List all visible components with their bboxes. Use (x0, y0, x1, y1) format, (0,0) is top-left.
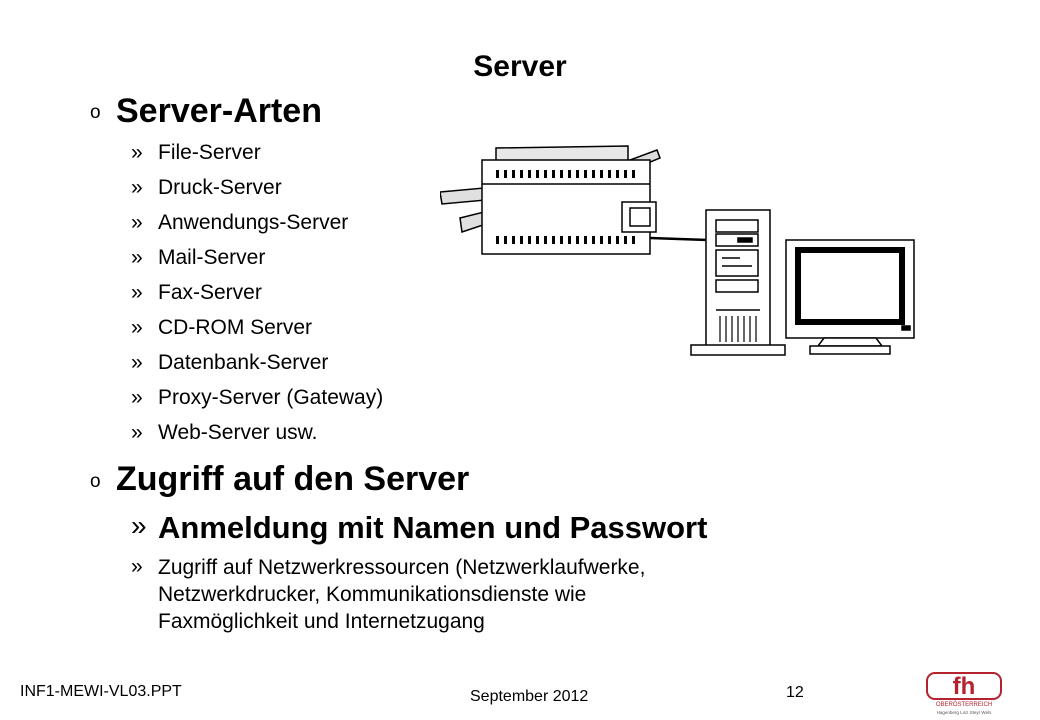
sub-bullet: » (131, 281, 143, 304)
section-bullet: o (90, 471, 101, 492)
text-line: Faxmöglichkeit und Internetzugang (158, 610, 485, 633)
sub-bullet: » (131, 351, 143, 374)
section-heading-server-arten: Server-Arten (116, 92, 322, 130)
footer-filename: INF1-MEWI-VL03.PPT (20, 683, 182, 700)
sub-bullet: » (131, 555, 143, 578)
printer-icon (440, 145, 661, 255)
list-item-label: CD-ROM Server (158, 316, 313, 339)
network-cable (649, 236, 709, 242)
fh-logo: fh OBERÖSTERREICH Hagenberg Linz Steyr W… (926, 672, 1002, 715)
sub-bullet: » (131, 246, 143, 269)
footer-date: September 2012 (470, 688, 589, 705)
list-item-label: Anmeldung mit Namen und Passwort (158, 510, 708, 545)
text-line: Zugriff auf Netzwerkressourcen (Netzwerk… (158, 556, 646, 579)
sub-bullet: » (131, 386, 143, 409)
printer-vents (496, 170, 635, 244)
text-line: Netzwerkdrucker, Kommunikationsdienste w… (158, 583, 587, 606)
section-bullet: o (90, 102, 101, 123)
slide-title: Server (473, 50, 567, 83)
server-tower-icon (690, 209, 786, 356)
sub-bullet: » (131, 141, 143, 164)
section-heading-zugriff: Zugriff auf den Server (116, 460, 470, 498)
list-item-label: Proxy-Server (Gateway) (158, 386, 384, 409)
sub-bullet: » (131, 510, 147, 541)
logo-subtext: OBERÖSTERREICH (936, 701, 992, 708)
logo-locations: Hagenberg Linz Steyr Wels (937, 710, 992, 715)
list-item-label: Anwendungs-Server (158, 211, 349, 234)
list-item-label: Mail-Server (158, 246, 266, 269)
list-item-label: Web-Server usw. (158, 421, 318, 444)
sub-bullet: » (131, 211, 143, 234)
sub-bullet: » (131, 176, 143, 199)
server-illustration (440, 145, 915, 356)
sub-bullet: » (131, 316, 143, 339)
sub-bullet: » (131, 421, 143, 444)
logo-text: fh (953, 673, 976, 700)
monitor-icon (785, 239, 915, 355)
footer-page-number: 12 (786, 684, 804, 701)
list-item-label: File-Server (158, 141, 261, 164)
list-item-label: Fax-Server (158, 281, 262, 304)
list-item-label: Druck-Server (158, 176, 282, 199)
list-item-label: Datenbank-Server (158, 351, 329, 374)
